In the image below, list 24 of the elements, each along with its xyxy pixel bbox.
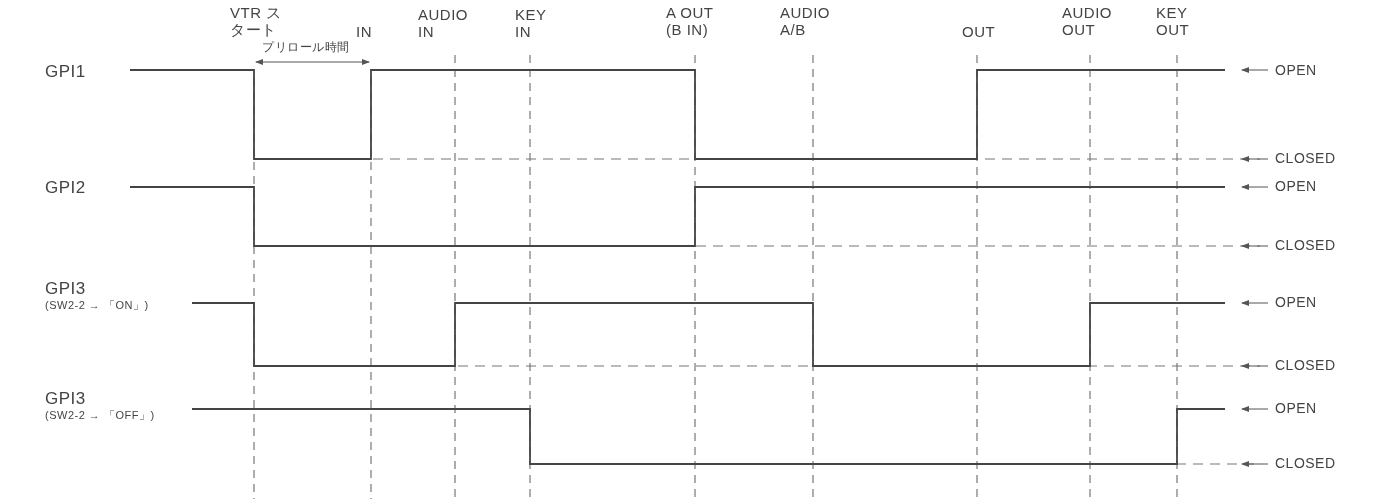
signal-note: (SW2-2 → 「ON」) — [45, 299, 149, 312]
event-label: KEY OUT — [1156, 4, 1191, 38]
signal-name: GPI3 — [45, 279, 86, 299]
event-label: A OUT (B IN) — [666, 4, 715, 38]
event-label: KEY IN — [515, 6, 548, 40]
state-label: CLOSED — [1275, 150, 1336, 166]
signal-note: (SW2-2 → 「OFF」) — [45, 409, 155, 422]
signal-name: GPI3 — [45, 389, 86, 409]
state-label: OPEN — [1275, 62, 1317, 78]
event-label: AUDIO A/B — [780, 4, 831, 38]
event-label: OUT — [962, 23, 996, 40]
signal-name: GPI1 — [45, 62, 86, 82]
state-label: OPEN — [1275, 400, 1317, 416]
event-label: AUDIO IN — [418, 6, 469, 40]
signal-name: GPI2 — [45, 178, 86, 198]
state-label: CLOSED — [1275, 357, 1336, 373]
state-label: OPEN — [1275, 178, 1317, 194]
state-label: CLOSED — [1275, 237, 1336, 253]
state-label: OPEN — [1275, 294, 1317, 310]
duration-label: プリロール時間 — [262, 40, 350, 54]
event-label: VTR スタート — [230, 4, 283, 38]
event-label: IN — [356, 23, 372, 40]
state-label: CLOSED — [1275, 455, 1336, 471]
event-label: AUDIO OUT — [1062, 4, 1113, 38]
